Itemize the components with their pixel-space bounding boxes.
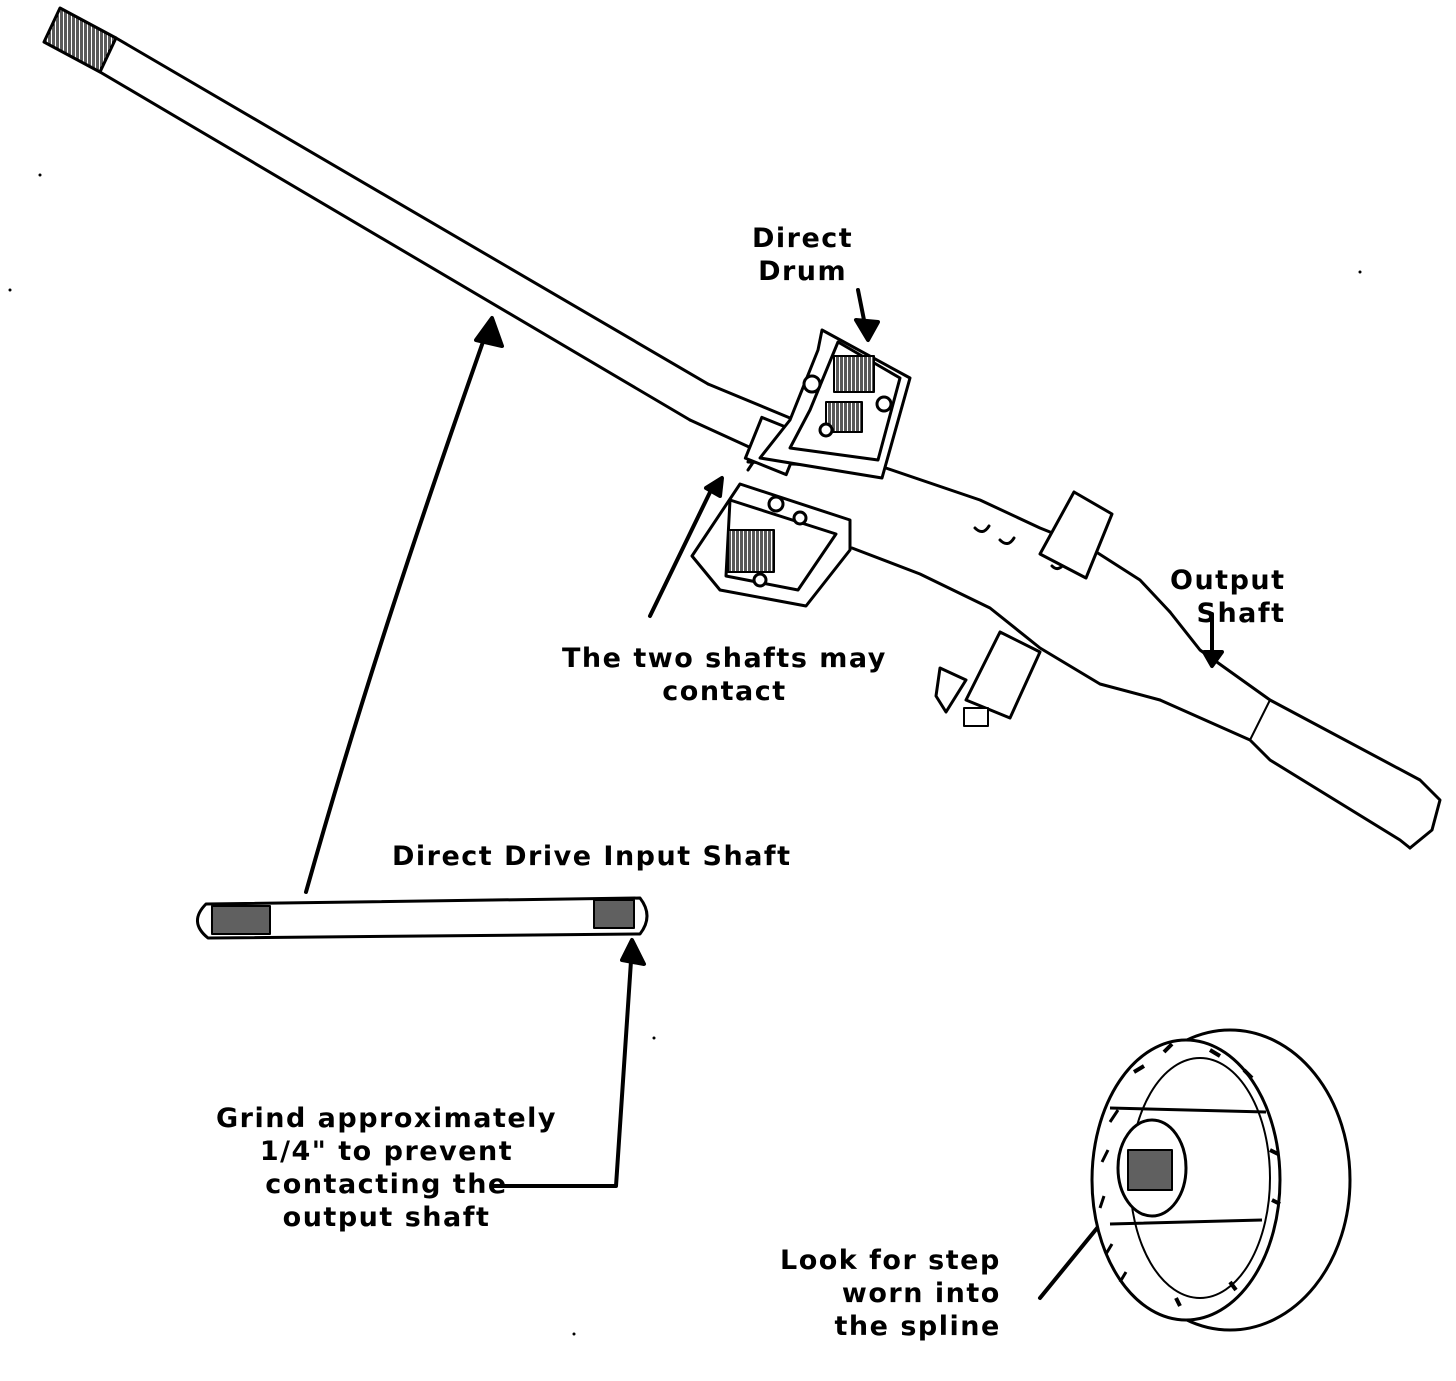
input-shaft <box>196 896 649 940</box>
label-spline-note-line1: Look for step <box>780 1245 1001 1276</box>
shaft-blocks <box>934 490 1114 727</box>
label-output-shaft: Output Shaft <box>1170 564 1286 630</box>
label-direct-drum-line2: Drum <box>758 256 848 287</box>
lower-drum <box>690 482 852 608</box>
label-input-shaft: Direct Drive Input Shaft <box>392 841 792 872</box>
label-output-shaft-line2: Shaft <box>1196 598 1286 629</box>
label-output-shaft-line1: Output <box>1170 565 1286 596</box>
label-shafts-contact-line2: contact <box>662 676 787 707</box>
specks <box>8 173 1362 1336</box>
label-grind-note-line4: output shaft <box>282 1202 491 1233</box>
label-spline-note: Look for step worn into the spline <box>780 1244 1001 1343</box>
label-direct-drum-line1: Direct <box>752 223 854 254</box>
spline-drum <box>1090 1028 1352 1332</box>
label-grind-note-line1: Grind approximately <box>216 1103 558 1134</box>
label-spline-note-line2: worn into <box>841 1278 1001 1309</box>
label-grind-note-line2: 1/4" to prevent <box>259 1136 514 1167</box>
label-spline-note-line3: the spline <box>834 1311 1001 1342</box>
label-grind-note: Grind approximately 1/4" to prevent cont… <box>216 1102 557 1234</box>
output-shaft-spline <box>42 6 118 74</box>
direct-drum <box>758 328 912 480</box>
label-shafts-contact: The two shafts may contact <box>562 642 887 708</box>
label-shafts-contact-line1: The two shafts may <box>562 643 887 674</box>
output-shaft <box>42 6 1442 850</box>
label-direct-drum: Direct Drum <box>752 222 853 288</box>
label-grind-note-line3: contacting the <box>265 1169 508 1200</box>
